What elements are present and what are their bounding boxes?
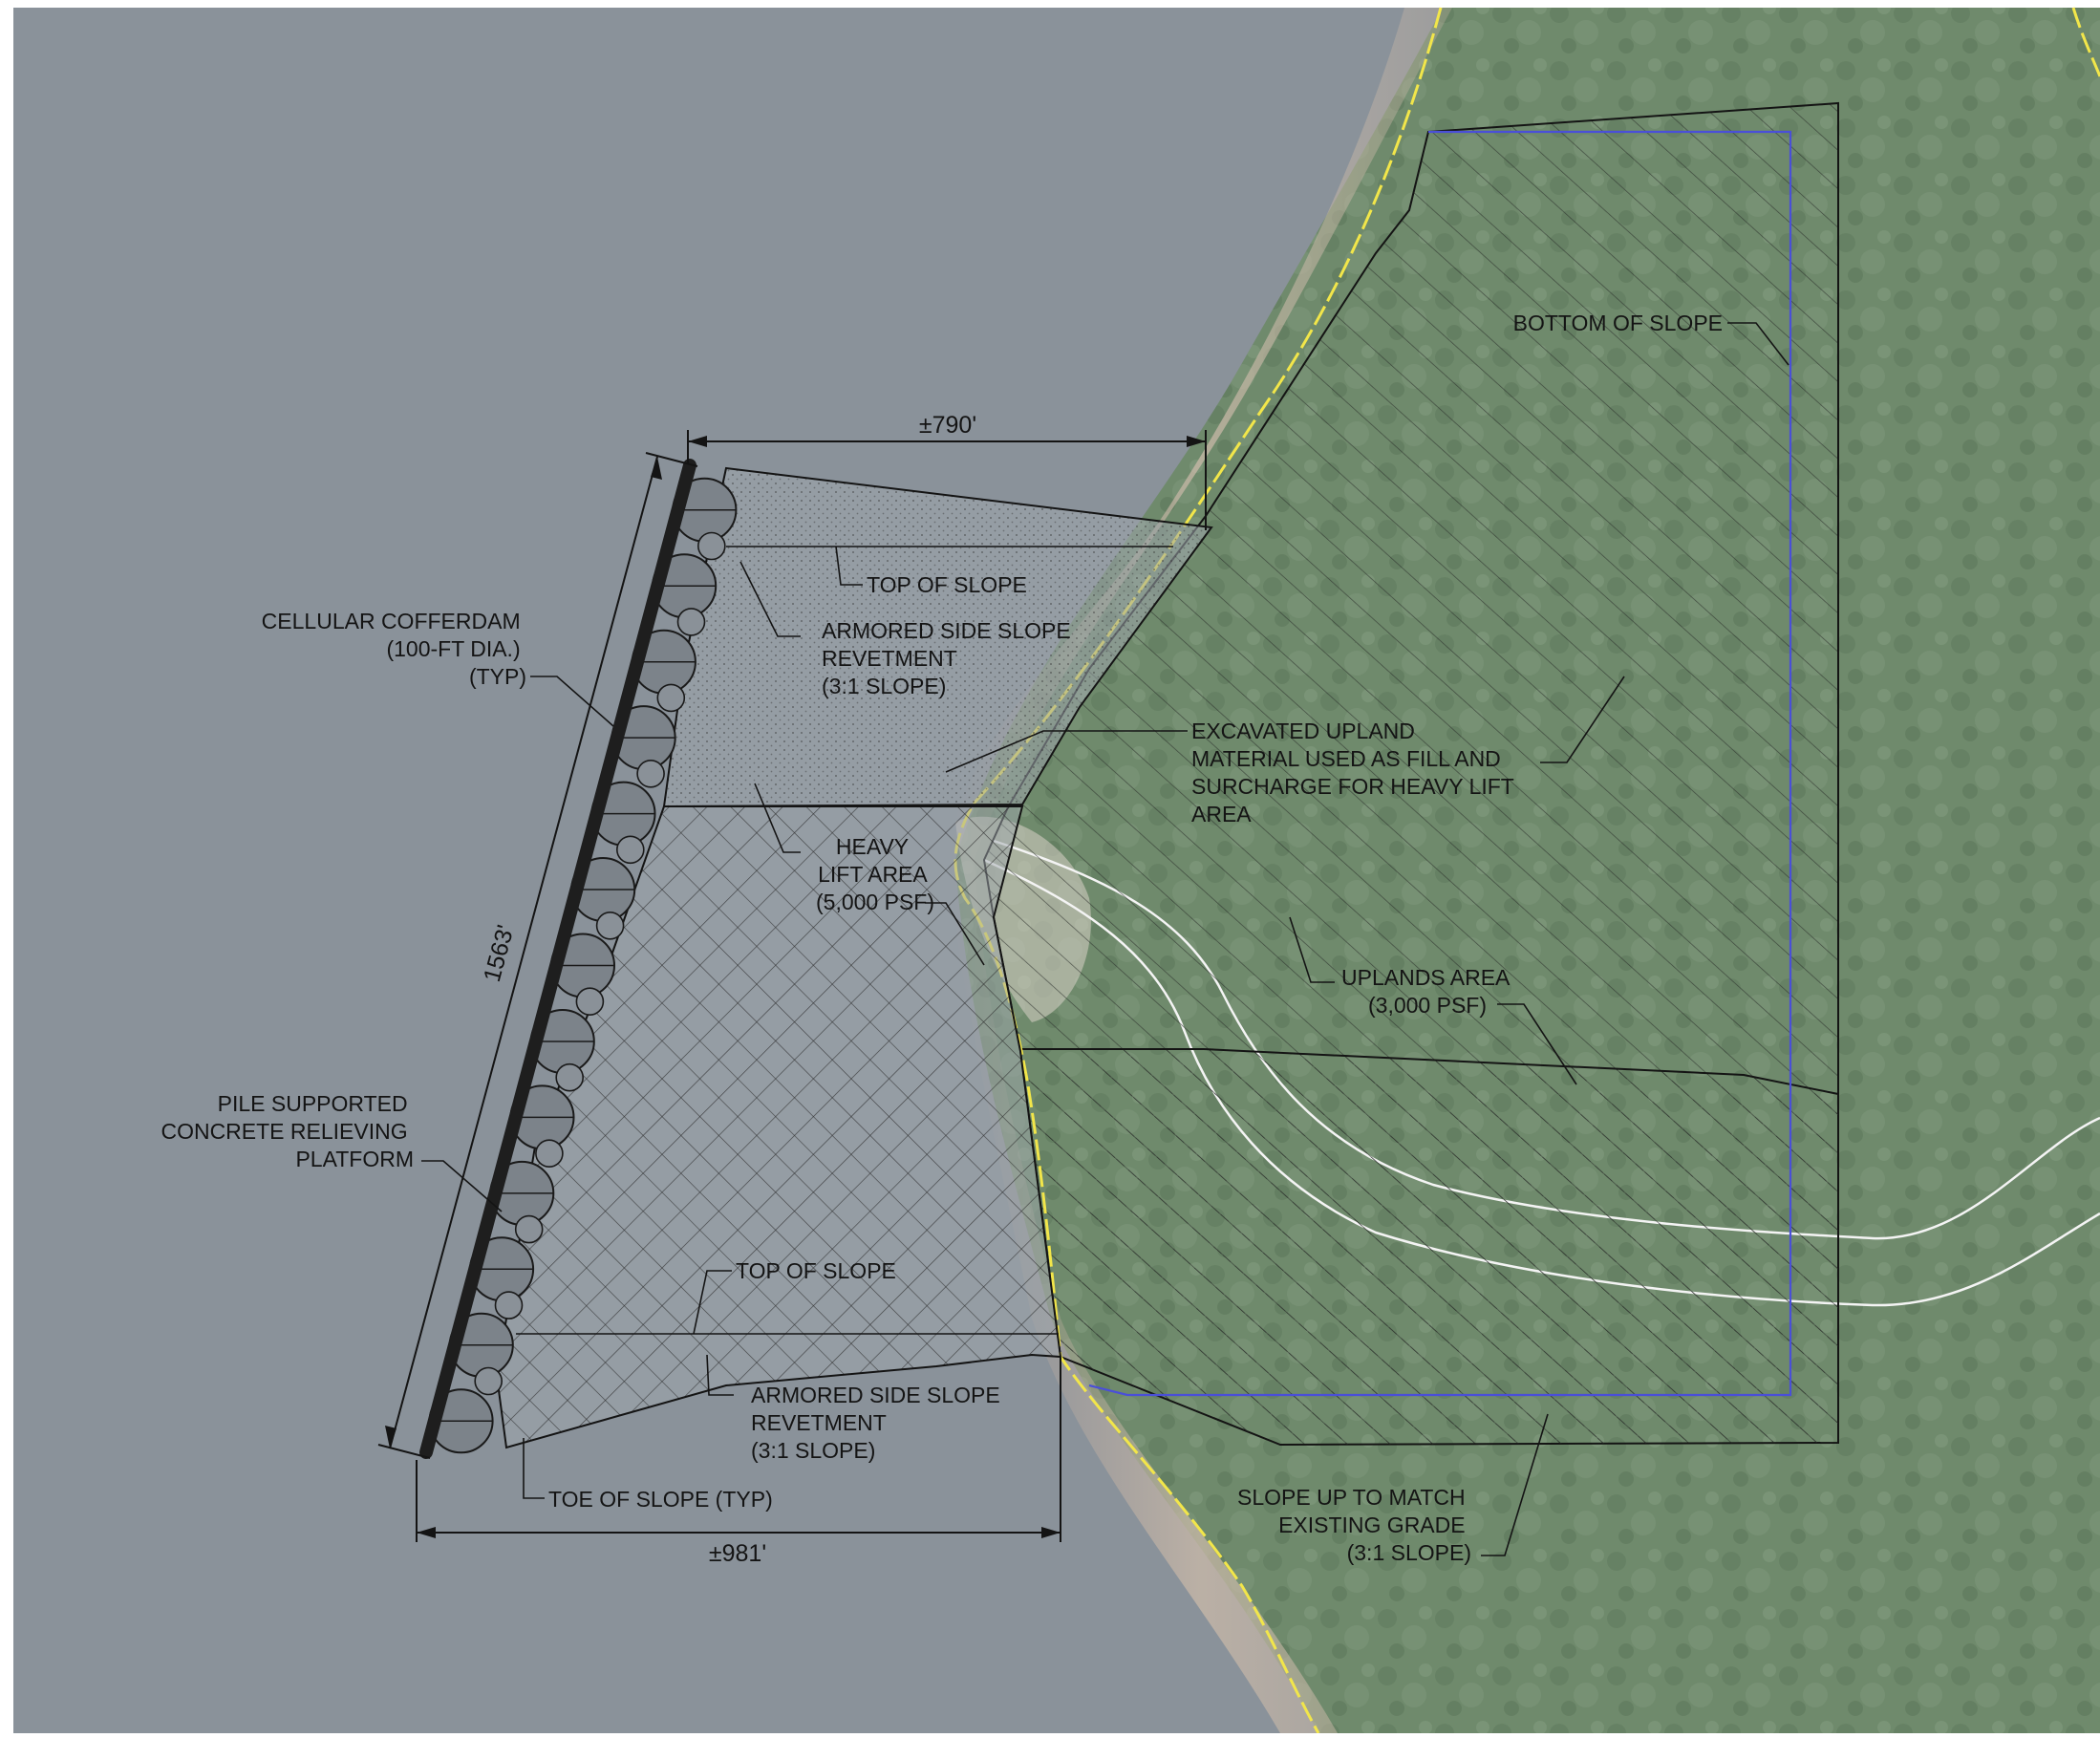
dimension-side: [377, 452, 698, 1459]
dimension-top: [687, 430, 1207, 530]
cofferdam-arc-cell: [514, 1214, 544, 1244]
dim-bottom-label: ±981': [709, 1540, 766, 1567]
toe-of-slope-label: TOE OF SLOPE (TYP): [548, 1487, 773, 1512]
cofferdam-arc-cell: [555, 1062, 585, 1092]
lower-top-of-slope-label: TOP OF SLOPE: [736, 1258, 896, 1283]
shoreline-ne: [2071, 7, 2100, 77]
excavated-label: EXCAVATED UPLAND MATERIAL USED AS FILL A…: [1191, 719, 1520, 826]
cofferdam-arc-cell: [636, 759, 665, 788]
bottom-of-slope-label: BOTTOM OF SLOPE: [1513, 311, 1723, 335]
cofferdam-arc-cell: [615, 835, 645, 865]
armored-upper-label: ARMORED SIDE SLOPE REVETMENT (3:1 SLOPE): [822, 618, 1077, 698]
dim-top-label: ±790': [919, 412, 976, 439]
leader-lines: [421, 322, 1789, 1556]
upper-top-of-slope-label: TOP OF SLOPE: [867, 572, 1027, 597]
bottom-of-slope-line: [1088, 130, 1792, 1397]
cofferdam-arc-cell: [575, 987, 605, 1016]
slope-up-label: SLOPE UP TO MATCH EXISTING GRADE (3:1 SL…: [1237, 1485, 1471, 1565]
cofferdam-arc-cell: [676, 608, 706, 636]
cofferdam-arc-cell: [535, 1139, 564, 1168]
cofferdam-arc-cell: [595, 911, 625, 940]
cofferdam-arc-cell: [474, 1366, 504, 1396]
cofferdam-label: CELLULAR COFFERDAM (100-FT DIA.) (TYP): [262, 609, 526, 689]
dimension-bottom: [416, 1357, 1061, 1542]
armored-lower-label: ARMORED SIDE SLOPE REVETMENT (3:1 SLOPE): [751, 1383, 1006, 1463]
pile-platform-label: PILE SUPPORTED CONCRETE RELIEVING PLATFO…: [161, 1091, 414, 1171]
heavy-lift-label: HEAVY LIFT AREA (5,000 PSF): [816, 834, 934, 914]
cofferdam-arc-cell: [494, 1291, 524, 1320]
cofferdam-arc-cell: [656, 683, 686, 713]
uplands-label: UPLANDS AREA (3,000 PSF): [1341, 965, 1515, 1018]
cofferdam-arc-cell: [696, 531, 726, 561]
slope-match-zone: [1022, 1049, 1838, 1445]
relieving-platform-wall: [419, 459, 696, 1459]
